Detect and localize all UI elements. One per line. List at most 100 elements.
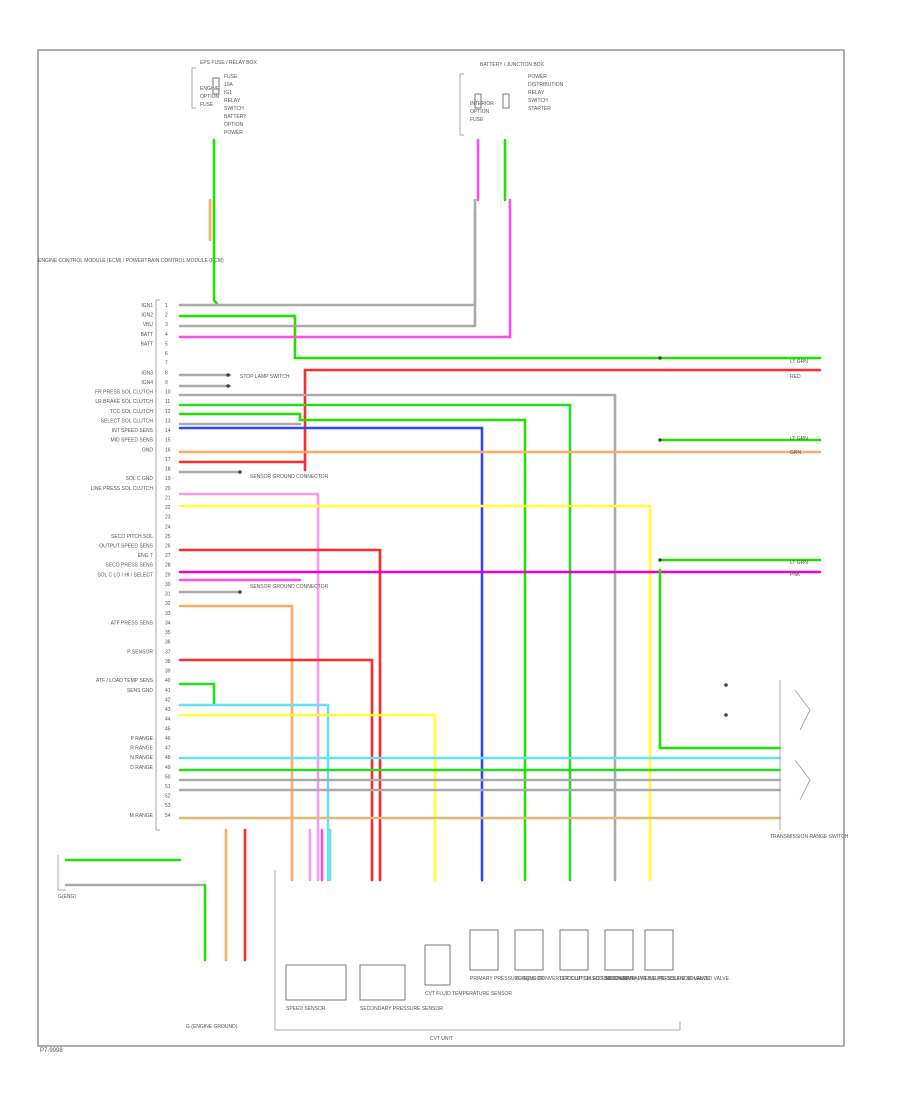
connector-dot bbox=[658, 438, 662, 442]
component-label: LINE PRESSURE SOLENOID VALVE bbox=[645, 976, 730, 982]
cvt-unit-label: CVT UNIT bbox=[430, 1036, 453, 1042]
ecm-pin-number: 18 bbox=[165, 467, 171, 473]
ecm-pin-label: D RANGE bbox=[130, 765, 153, 771]
wire-blue bbox=[178, 426, 484, 882]
wire-lt-grn bbox=[212, 138, 220, 307]
wire-pink bbox=[178, 198, 512, 339]
ecm-pin-number: 45 bbox=[165, 726, 171, 732]
wire-yellow bbox=[178, 713, 437, 882]
ecm-block: ENGINE CONTROL MODULE (ECM) / POWERTRAIN… bbox=[38, 258, 224, 831]
component-label: PRIMARY PRESSURE SENSOR bbox=[470, 976, 544, 982]
fuse-box-right-title: BATTERY / JUNCTION BOX bbox=[480, 62, 545, 68]
ecm-pin-label: MID SPEED SENS bbox=[110, 438, 153, 444]
right-connectors: LT GRN RED LT GRN GRN LT GRN PNK bbox=[790, 359, 808, 578]
wire-lt-grn bbox=[658, 568, 782, 750]
ecm-pin-number: 52 bbox=[165, 794, 171, 800]
ecm-pin-number: 40 bbox=[165, 678, 171, 684]
ecm-pin-number: 1 bbox=[165, 303, 168, 309]
ecm-pin-number: 35 bbox=[165, 630, 171, 636]
connector-dot bbox=[238, 590, 242, 594]
wire-green bbox=[178, 403, 572, 882]
ecm-pin-label: SECO PITCH SOL bbox=[111, 534, 153, 540]
ecm-pin-number: 53 bbox=[165, 803, 171, 809]
ecm-pin-number: 39 bbox=[165, 669, 171, 675]
svg-text:DISTRIBUTION: DISTRIBUTION bbox=[528, 82, 564, 88]
right-conn-1: LT GRN bbox=[790, 359, 808, 365]
wire-light-blue bbox=[178, 703, 330, 882]
svg-text:RELAY: RELAY bbox=[224, 98, 241, 104]
ecm-pin-number: 7 bbox=[165, 361, 168, 367]
ecm-pin-number: 51 bbox=[165, 784, 171, 790]
right-conn-6: PNK bbox=[790, 572, 801, 578]
wire-orange bbox=[178, 604, 294, 882]
ecm-pin-number: 23 bbox=[165, 515, 171, 521]
ecm-pin-number: 30 bbox=[165, 582, 171, 588]
svg-text:SWITCH: SWITCH bbox=[224, 106, 244, 112]
connector-dot bbox=[724, 683, 728, 687]
ecm-pin-label: ATF PRESS SENS bbox=[111, 620, 154, 626]
component-box bbox=[514, 929, 544, 971]
ecm-pin-label: IGN4 bbox=[141, 380, 153, 386]
ecm-pin-number: 10 bbox=[165, 390, 171, 396]
ecm-pin-label: SOL C LO / HI / SELECT bbox=[97, 572, 153, 578]
diagram-frame bbox=[37, 49, 845, 1047]
ecm-pin-number: 9 bbox=[165, 380, 168, 386]
ecm-pin-number: 17 bbox=[165, 457, 171, 463]
wires bbox=[64, 138, 822, 962]
ecm-pin-label: N RANGE bbox=[130, 755, 153, 761]
ecm-pin-number: 42 bbox=[165, 697, 171, 703]
ecm-pin-number: 33 bbox=[165, 611, 171, 617]
svg-text:BATTERY: BATTERY bbox=[224, 114, 247, 120]
component-box bbox=[285, 964, 347, 1001]
ground-block: G (ENGINE GROUND) G(ENG) bbox=[57, 855, 238, 1030]
wire-lt-grn bbox=[178, 412, 527, 882]
wire-red bbox=[178, 658, 374, 882]
ecm-pin-label: SOL C GND bbox=[126, 476, 154, 482]
fuse-box-right-label-3: FUSE bbox=[470, 117, 484, 123]
component-box bbox=[469, 929, 499, 971]
range-switch-label: TRANSMISSION RANGE SWITCH bbox=[770, 834, 849, 840]
ecm-title: ENGINE CONTROL MODULE (ECM) / POWERTRAIN… bbox=[38, 258, 224, 264]
ecm-pin-number: 16 bbox=[165, 447, 171, 453]
ecm-pin-number: 14 bbox=[165, 428, 171, 434]
component-label: SPEED SENSOR bbox=[286, 1006, 326, 1012]
ecm-pin-label: SECO PRESS SENS bbox=[105, 563, 153, 569]
ecm-pin-label: P SENSOR bbox=[127, 649, 153, 655]
fuse-box-right: BATTERY / JUNCTION BOX INTERIOR OPTION F… bbox=[459, 62, 564, 136]
cvt-unit-bracket bbox=[274, 870, 681, 1031]
connector-dot bbox=[238, 470, 242, 474]
fuse-box-left: EPS FUSE / RELAY BOX ENGINE OPTION FUSE … bbox=[191, 60, 257, 136]
svg-text:SWITCH: SWITCH bbox=[528, 98, 548, 104]
ecm-pin-label: FR PRESS SOL CLUTCH bbox=[95, 390, 153, 396]
ecm-pin-number: 15 bbox=[165, 438, 171, 444]
stop-lamp-switch-label: STOP LAMP SWITCH bbox=[240, 374, 290, 380]
ecm-pin-number: 4 bbox=[165, 332, 168, 338]
component-box bbox=[359, 964, 406, 1001]
ecm-pin-label: SELECT SOL CLUTCH bbox=[101, 418, 154, 424]
fuse-box-left-title: EPS FUSE / RELAY BOX bbox=[200, 60, 257, 66]
component-box bbox=[424, 944, 451, 986]
ecm-pin-number: 37 bbox=[165, 649, 171, 655]
ecm-pin-number: 48 bbox=[165, 755, 171, 761]
ecm-pin-number: 13 bbox=[165, 418, 171, 424]
ecm-pin-label: BATT bbox=[141, 332, 153, 338]
ecm-pin-number: 31 bbox=[165, 592, 171, 598]
ecm-pin-label: IGN2 bbox=[141, 313, 153, 319]
svg-text:10A: 10A bbox=[224, 82, 234, 88]
ecm-pin-number: 38 bbox=[165, 659, 171, 665]
ecm-pin-label: P RANGE bbox=[131, 736, 154, 742]
ecm-pin-label: IGN3 bbox=[141, 370, 153, 376]
ecm-pin-number: 46 bbox=[165, 736, 171, 742]
ecm-pin-number: 27 bbox=[165, 553, 171, 559]
ecm-pin-number: 8 bbox=[165, 370, 168, 376]
ecm-pin-label: GND bbox=[142, 447, 154, 453]
right-conn-3: LT GRN bbox=[790, 436, 808, 442]
wire-gray bbox=[178, 208, 477, 328]
ecm-pin-number: 25 bbox=[165, 534, 171, 540]
right-conn-2: RED bbox=[790, 374, 801, 380]
svg-text:RELAY: RELAY bbox=[528, 90, 545, 96]
component-label: CVT FLUID TEMPERATURE SENSOR bbox=[425, 991, 512, 997]
component-label: LOCK UP SELECT SOLENOID VALVE bbox=[560, 976, 647, 982]
connector-dot bbox=[658, 356, 662, 360]
